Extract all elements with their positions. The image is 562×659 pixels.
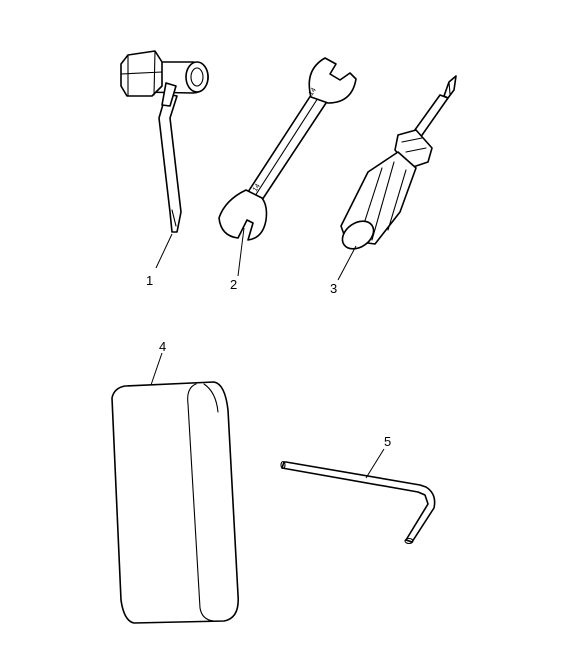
callout-label-4: 4 (159, 339, 166, 354)
leader-line-1 (155, 233, 173, 269)
screwdriver (340, 75, 457, 250)
callout-labels: 1 2 3 4 5 (146, 273, 391, 449)
callout-label-3: 3 (330, 281, 337, 296)
callout-label-1: 1 (146, 273, 153, 288)
open-end-wrench: 14 14 (218, 57, 357, 241)
leader-line-2 (237, 227, 245, 277)
spark-plug-wrench (120, 50, 209, 233)
tool-pouch (111, 381, 240, 624)
hex-key (280, 460, 436, 545)
leader-line-3 (337, 245, 357, 281)
leader-line-5 (365, 448, 385, 479)
svg-text:14: 14 (252, 183, 262, 193)
leader-lines (150, 227, 385, 479)
callout-label-5: 5 (384, 434, 391, 449)
svg-text:14: 14 (308, 87, 318, 97)
callout-label-2: 2 (230, 277, 237, 292)
leader-line-4 (150, 352, 163, 386)
